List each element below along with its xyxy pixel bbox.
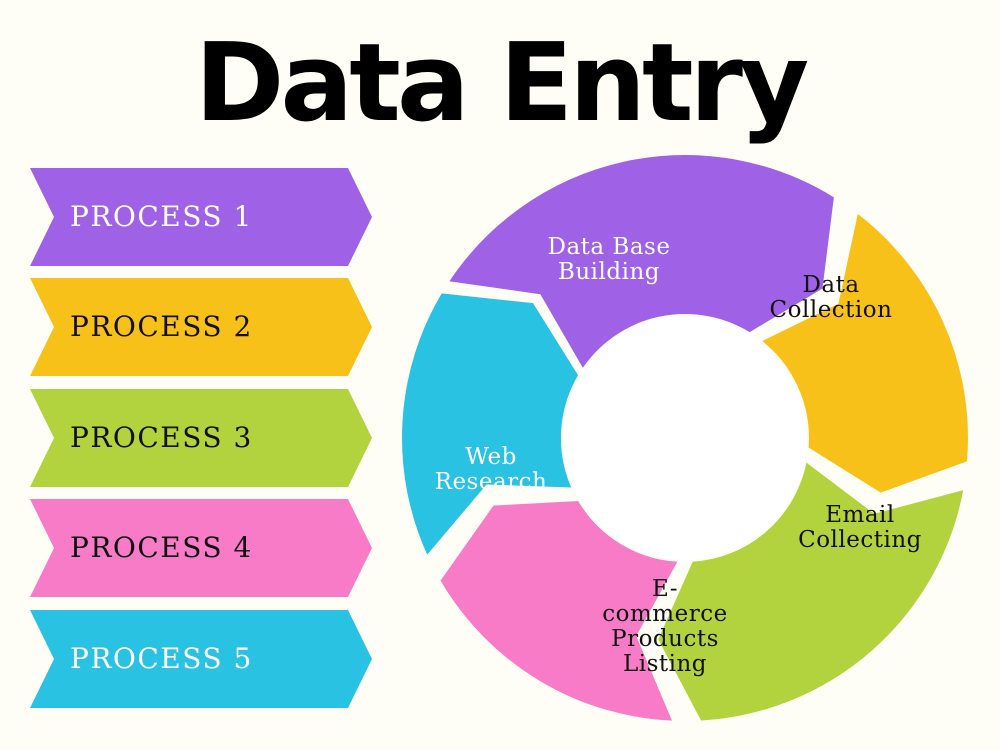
process-chevron-3: PROCESS 3 [30,389,372,487]
process-chevron-4: PROCESS 4 [30,499,372,597]
cycle-label-line: Collecting [798,527,922,553]
cycle-label-line: Products [611,626,719,652]
cycle-center [563,316,807,560]
process-label-4: PROCESS 4 [70,531,253,564]
cycle-label-line: Collection [769,297,893,323]
cycle-label-line: Web [465,444,517,470]
cycle-label-line: Data Base [547,234,671,260]
process-chevron-5: PROCESS 5 [30,610,372,708]
cycle-label-line: Research [434,469,548,495]
process-label-2: PROCESS 2 [70,310,253,343]
process-label-1: PROCESS 1 [70,200,253,233]
cycle-label-line: commerce [602,601,728,627]
process-chevron-1: PROCESS 1 [30,168,372,266]
process-label-5: PROCESS 5 [70,642,253,675]
cycle-label-line: E- [652,576,678,602]
cycle-label-line: Data [802,272,860,298]
cycle-label-line: Listing [622,651,708,677]
process-label-3: PROCESS 3 [70,421,253,454]
process-chevron-2: PROCESS 2 [30,278,372,376]
cycle-label-line: Email [825,502,895,528]
page-title: Data Entry [194,21,810,146]
cycle-label-line: Building [557,259,661,285]
